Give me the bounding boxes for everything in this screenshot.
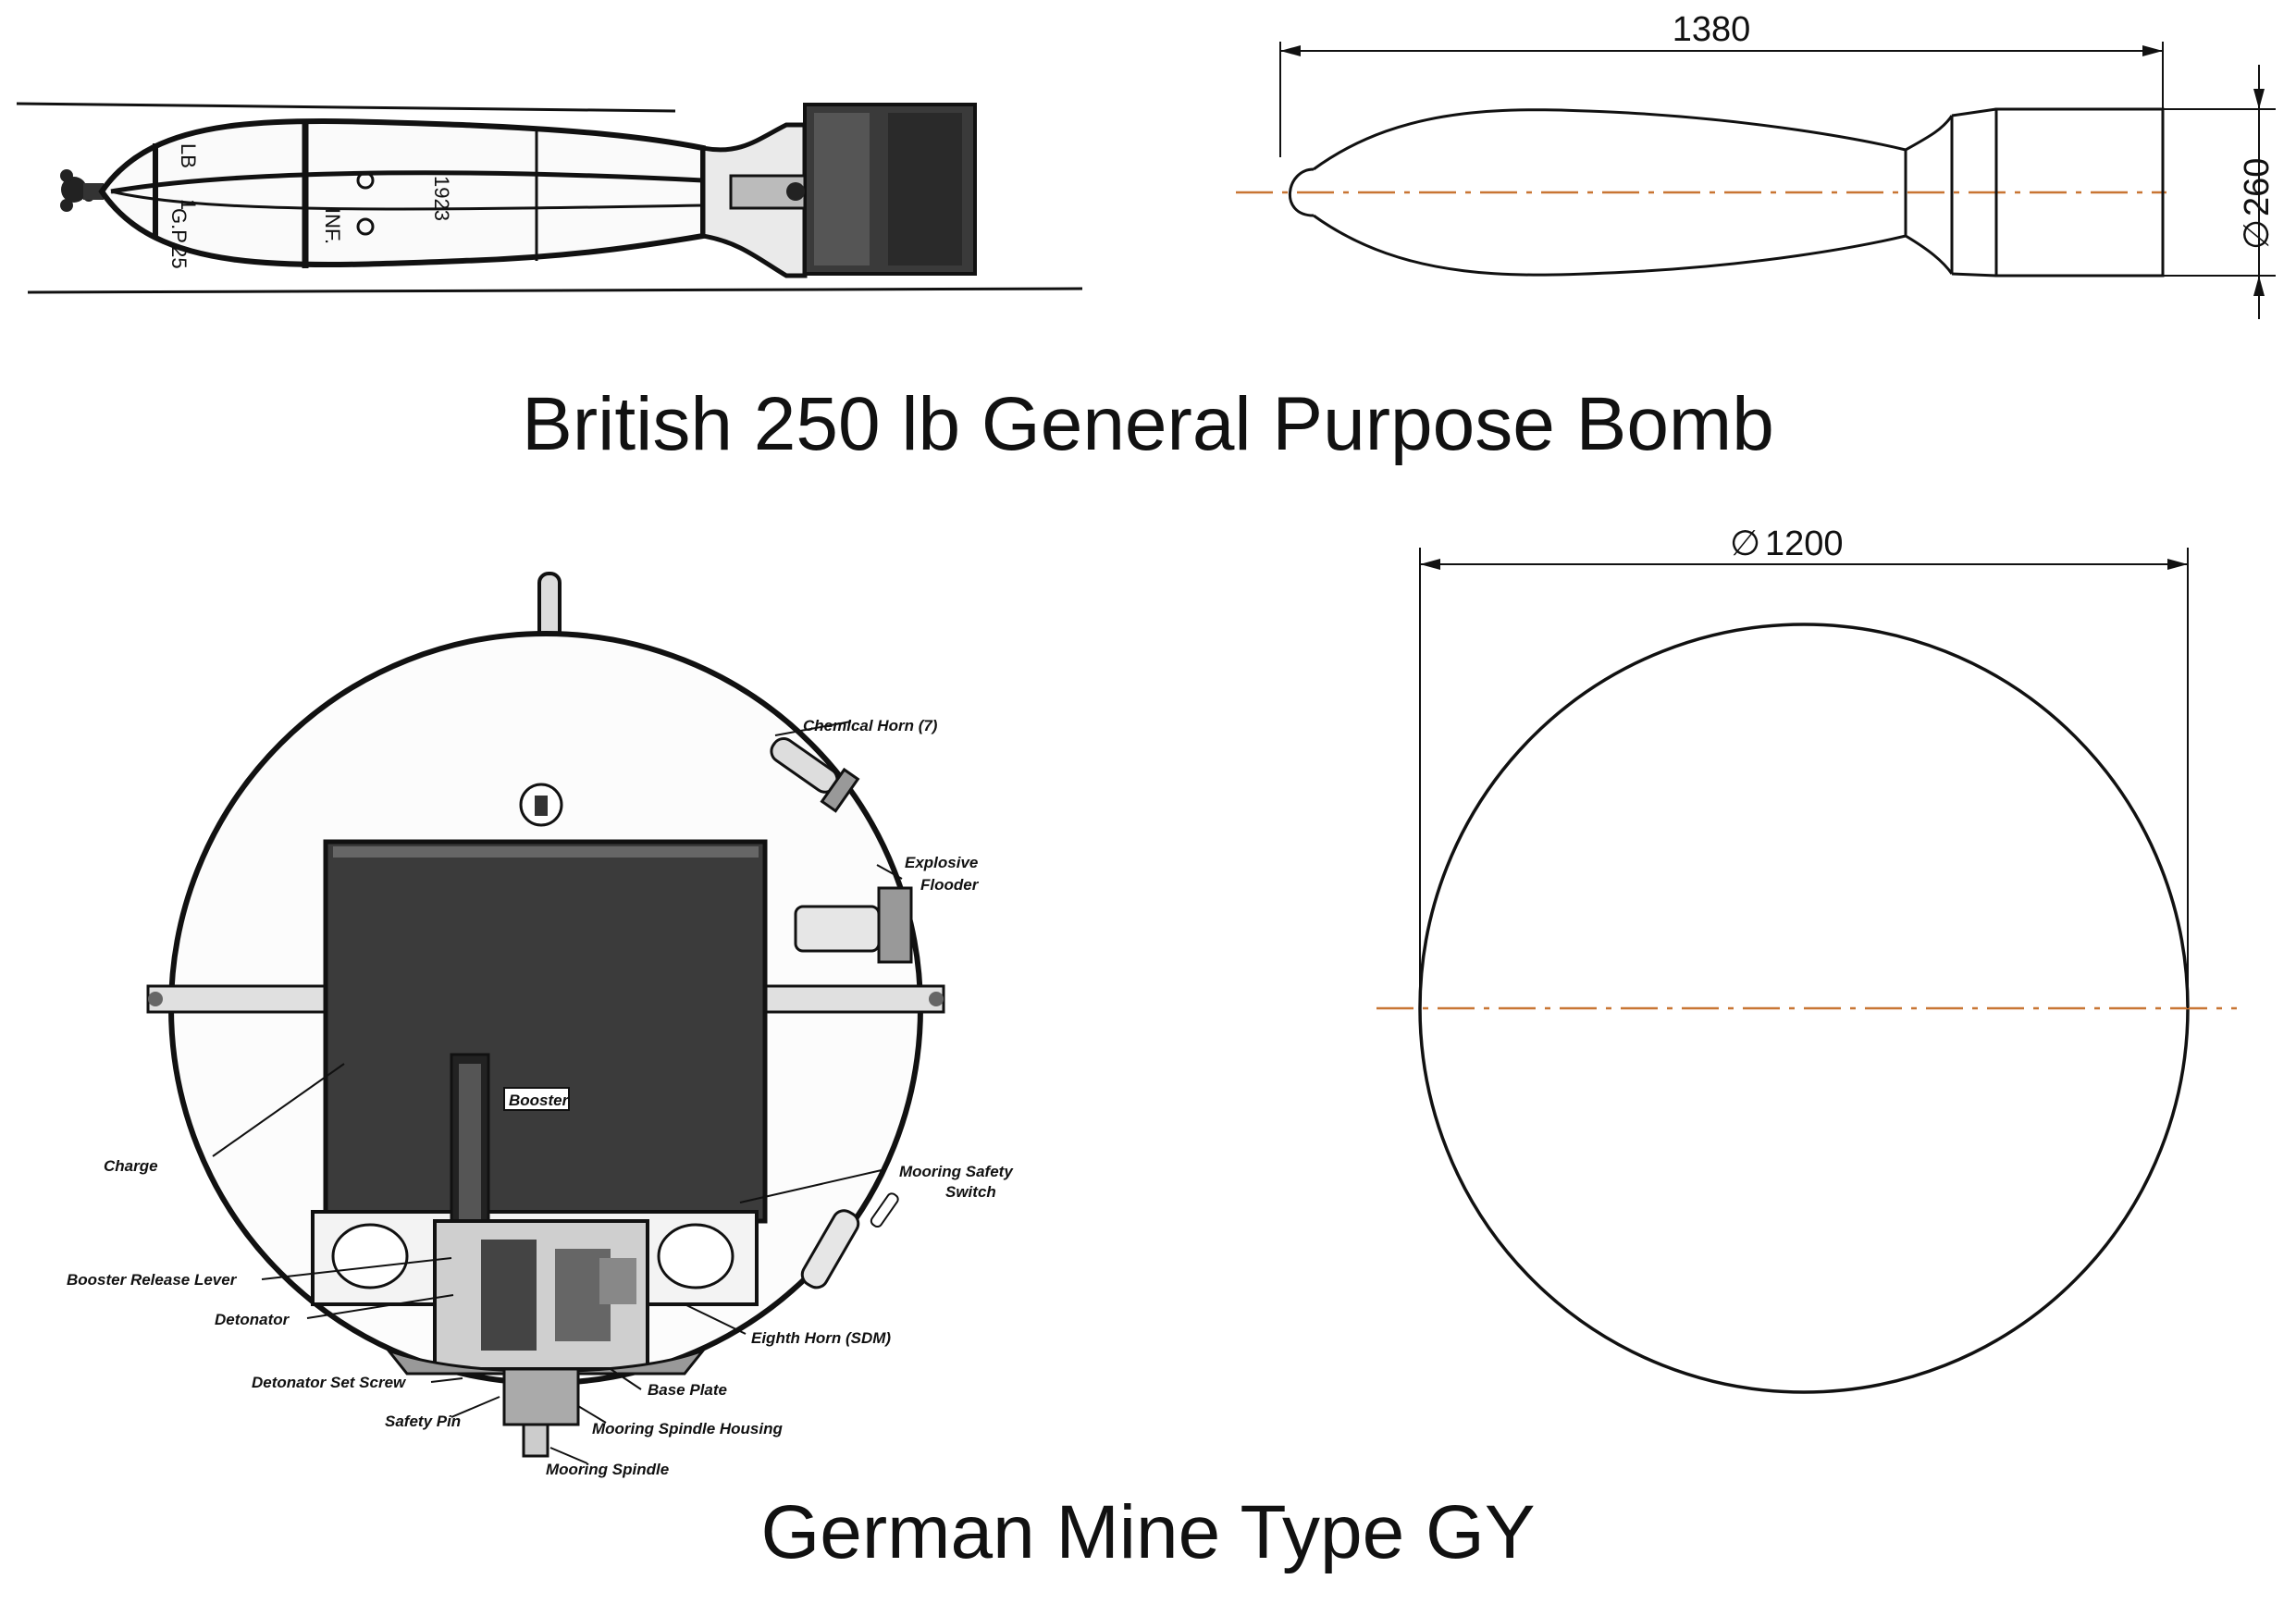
mine-label-explosive-flooder-1: Explosive <box>905 854 978 871</box>
mine-chemical-horn-icon <box>770 737 860 813</box>
mine-label-charge: Charge <box>104 1157 158 1175</box>
mine-eighth-horn-icon <box>800 1209 860 1289</box>
bomb-dimension-drawing: 1380 ∅ 260 <box>1236 10 2277 319</box>
mine-archival-drawing: Chemical Horn (7) Explosive Flooder Boos… <box>67 572 1014 1478</box>
mine-caption: German Mine Type GY <box>760 1490 1536 1574</box>
mine-label-mooring-spindle: Mooring Spindle <box>546 1461 669 1478</box>
bomb-stencil-inf: INF. <box>321 208 344 244</box>
bomb-caption: British 250 lb General Purpose Bomb <box>522 382 1774 466</box>
mine-label-eighth-horn: Eighth Horn (SDM) <box>751 1329 891 1347</box>
mine-label-mooring-safety-switch-2: Switch <box>945 1183 996 1201</box>
mine-label-mooring-spindle-housing: Mooring Spindle Housing <box>592 1420 783 1437</box>
bomb-stencil-year: 1923 <box>430 176 453 221</box>
bomb-diameter-symbol: ∅ <box>2238 219 2277 250</box>
bomb-length-dimension: 1380 <box>1673 10 1751 49</box>
bomb-archival-drawing: LB 1 G.P.25 INF. 1923 <box>16 102 1083 294</box>
bomb-stencil-gp: G.P.25 <box>167 208 191 269</box>
bomb-stencil-lb: LB <box>177 143 200 168</box>
mine-charge-block <box>323 839 768 1224</box>
mine-label-chemical-horn: Chemical Horn (7) <box>803 717 938 734</box>
bomb-diameter-dimension: 260 <box>2238 158 2277 216</box>
mine-dimension-drawing: ∅ 1200 <box>1376 524 2237 1394</box>
mine-explosive-flooder-icon <box>794 886 913 964</box>
mine-label-booster: Booster <box>509 1092 570 1109</box>
mine-label-explosive-flooder-2: Flooder <box>920 876 980 894</box>
mine-diameter-dimension: 1200 <box>1765 524 1844 563</box>
mine-label-safety-pin: Safety Pin <box>385 1413 461 1430</box>
mine-label-detonator-set-screw: Detonator Set Screw <box>252 1374 407 1391</box>
mine-diameter-symbol: ∅ <box>1730 524 1760 563</box>
mine-mooring-spindle <box>522 1423 549 1458</box>
bomb-outline-fin-box <box>1994 107 2165 278</box>
bomb-stencil-mid: 1 <box>177 199 200 210</box>
mine-label-base-plate: Base Plate <box>648 1381 727 1399</box>
mine-label-mooring-safety-switch-1: Mooring Safety <box>899 1163 1014 1180</box>
mine-label-booster-release-lever: Booster Release Lever <box>67 1271 238 1289</box>
mine-label-detonator: Detonator <box>215 1311 290 1328</box>
bomb-nose-fuze-icon <box>60 169 104 212</box>
mine-mooring-spindle-housing <box>502 1367 580 1426</box>
